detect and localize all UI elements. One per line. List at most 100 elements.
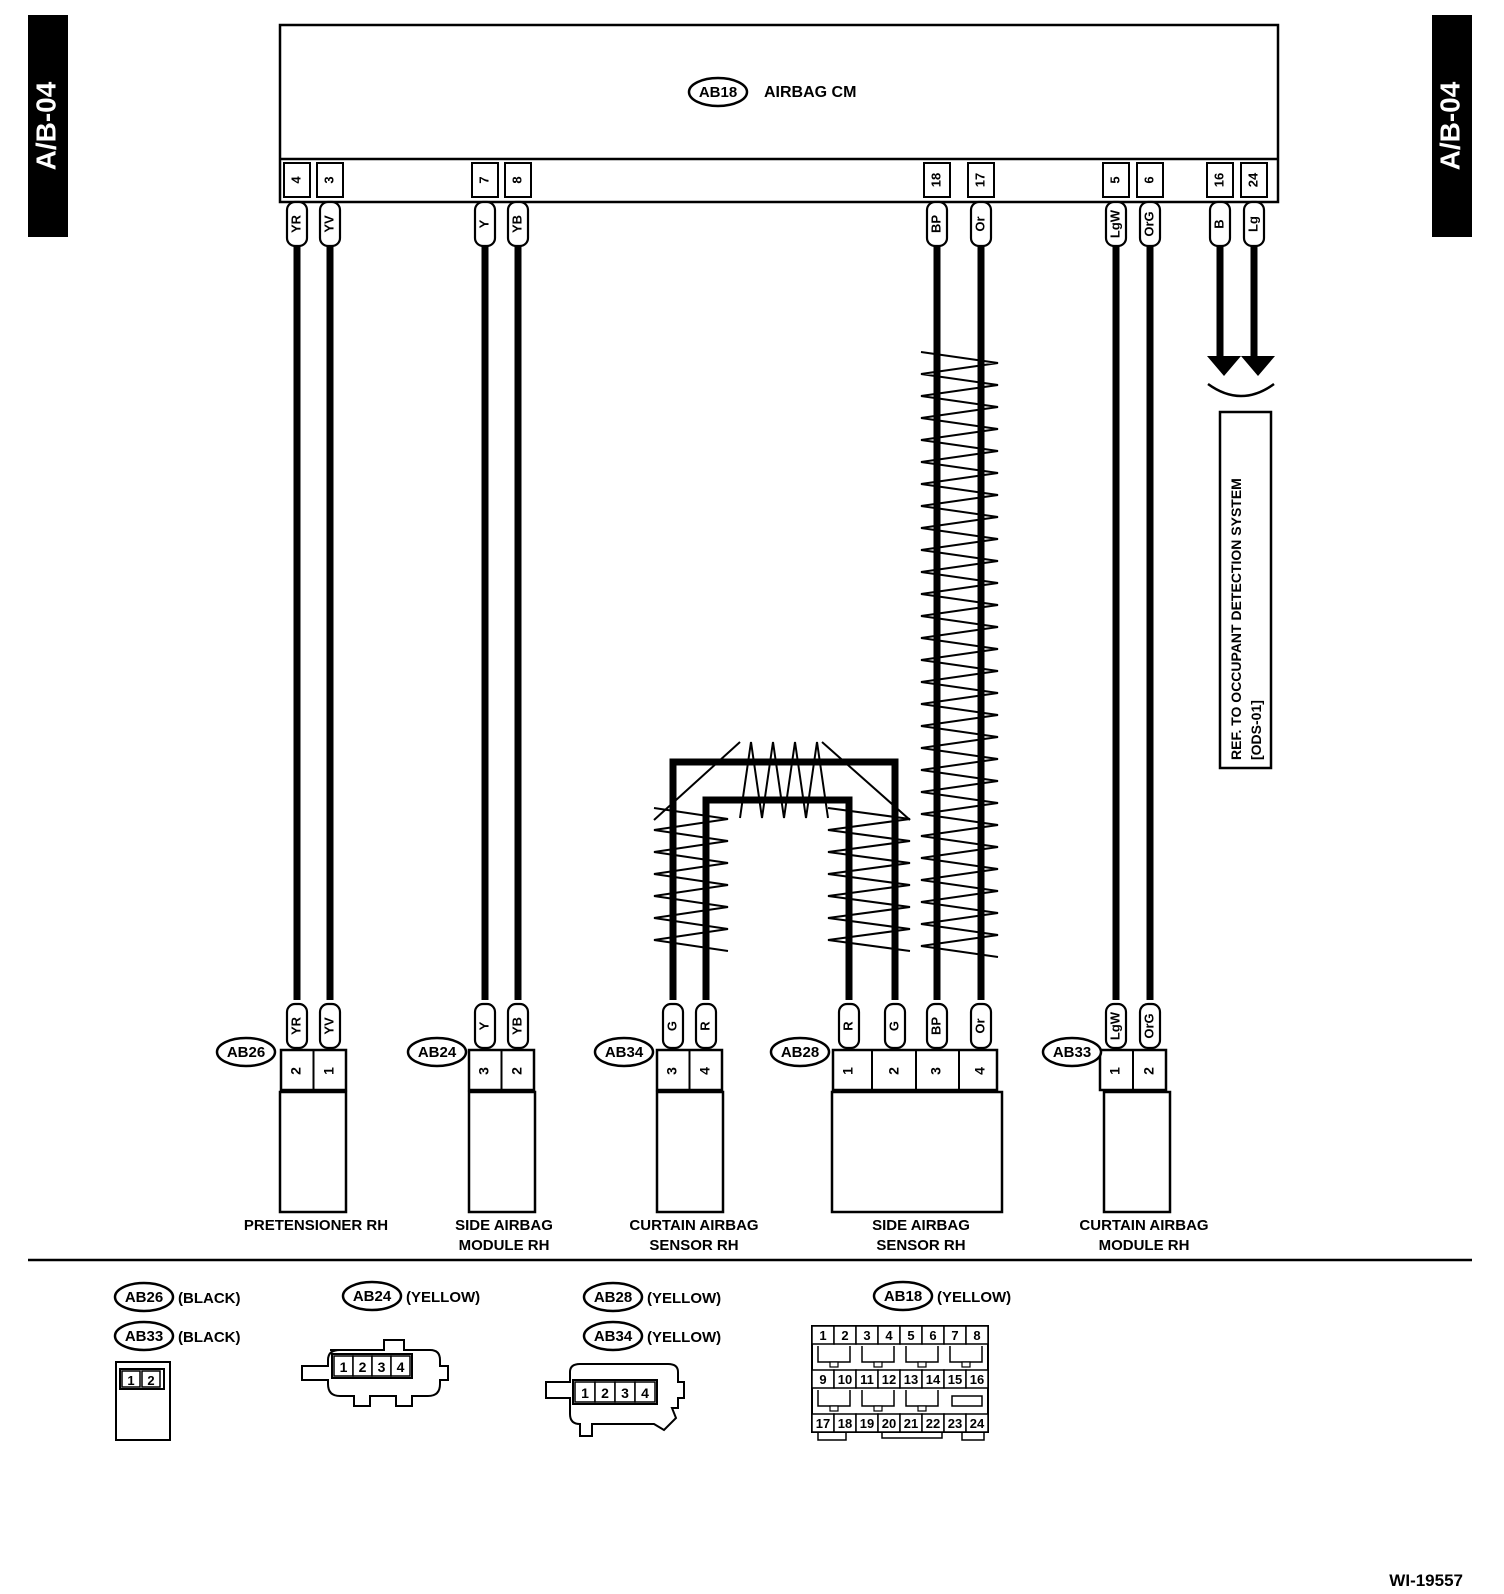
face-pin-number: 9: [819, 1372, 826, 1387]
twisted-pair-markings: [653, 351, 999, 958]
cm-wire-tag-BP: BP: [925, 200, 949, 248]
component-pin-number: 1: [840, 1067, 856, 1075]
component-body: [1102, 1090, 1172, 1214]
face-pin-number: 1: [127, 1373, 134, 1388]
component-pin-number: 1: [1107, 1067, 1123, 1075]
cm-wire-tag-LgW: LgW: [1104, 200, 1128, 248]
component-pin-number: 3: [928, 1067, 944, 1075]
connector-id: AB34: [594, 1328, 633, 1345]
face-pin-cell: [965, 1369, 989, 1389]
component-name: MODULE RH: [1099, 1237, 1190, 1254]
wire-g: [669, 758, 899, 1000]
cm-pin-17: [967, 162, 995, 198]
cm-pin-6: [1136, 162, 1164, 198]
cm-wire-tag-Y: Y: [473, 200, 497, 248]
harness-wires: [293, 246, 1258, 1000]
component-connector-badge: AB26: [215, 1036, 277, 1068]
face-pin-number: 20: [882, 1416, 896, 1431]
component-wire-tag-R: R: [837, 1002, 861, 1050]
component-pin-number: 3: [664, 1067, 680, 1075]
wire-color-label: YV: [321, 1017, 336, 1035]
legend-connector-badge: AB33: [113, 1320, 175, 1352]
face-pin-number: 8: [973, 1328, 980, 1343]
legend-item-ab34: AB34(YELLOW): [582, 1320, 721, 1352]
wire-color-label: BP: [928, 215, 943, 233]
cm-pin-4: [283, 162, 311, 198]
face-pin-number: 13: [904, 1372, 918, 1387]
wire-color-label: LgW: [1107, 1011, 1122, 1040]
cm-wire-tag-YR: YR: [285, 200, 309, 248]
face-pin-number: 22: [926, 1416, 940, 1431]
face-pin-number: 1: [340, 1359, 348, 1375]
component-wire-tag-LgW: LgW: [1104, 1002, 1128, 1050]
cm-pin-24: [1240, 162, 1268, 198]
component-wire-tag-Y: Y: [473, 1002, 497, 1050]
wire-r: [702, 796, 853, 1000]
legend-color: (YELLOW): [937, 1289, 1011, 1306]
side-tab-right-label: A/B-04: [1434, 81, 1465, 170]
face-pin-number: 2: [601, 1385, 609, 1401]
side-tab-left: A/B-04: [28, 15, 68, 237]
face-pin-number: 5: [907, 1328, 914, 1343]
connector-id: AB34: [605, 1044, 644, 1061]
face-pin-number: 19: [860, 1416, 874, 1431]
wire-color-label: YB: [509, 215, 524, 233]
wire-color-label: YR: [288, 1016, 303, 1035]
face-pin-number: 2: [359, 1359, 367, 1375]
cm-pin-18: [923, 162, 951, 198]
connector-id: AB26: [227, 1044, 265, 1061]
component-name: SIDE AIRBAG: [872, 1217, 970, 1234]
face-pin-number: 2: [147, 1373, 154, 1388]
wire-color-label: R: [840, 1021, 855, 1031]
wire-color-label: Or: [972, 216, 987, 231]
component-pin-number: 2: [886, 1067, 902, 1075]
airbag-cm-title: AIRBAG CM: [764, 84, 856, 101]
wire-color-label: G: [886, 1021, 901, 1031]
component-connector-badge: AB33: [1041, 1036, 1103, 1068]
legend-connector-badge: AB28: [582, 1281, 644, 1313]
face-pin-number: 23: [948, 1416, 962, 1431]
legend-connector-badge: AB24: [341, 1280, 403, 1312]
face-pin-number: 3: [621, 1385, 629, 1401]
component-body: [830, 1090, 1004, 1214]
airbag-cm-module: AB18 AIRBAG CM: [278, 23, 1280, 204]
component-wire-tag-G: G: [883, 1002, 907, 1050]
legend-connector-badge: AB26: [113, 1281, 175, 1313]
wire-color-label: YV: [321, 215, 336, 233]
cm-pin-number: 8: [509, 176, 524, 183]
legend-item-ab18: AB18 (YELLOW): [872, 1280, 1011, 1312]
wire-color-label: YR: [288, 214, 303, 233]
wire-color-label: LgW: [1107, 209, 1122, 238]
legend-color: (BLACK): [178, 1290, 240, 1307]
cm-pin-number: 18: [928, 173, 943, 187]
legend-item-ab24: AB24(YELLOW): [341, 1280, 480, 1312]
component-wire-tag-YV: YV: [318, 1002, 342, 1050]
twist-zigzag: [827, 807, 911, 952]
twist-edge: [653, 741, 741, 821]
cm-pin-number: 24: [1245, 172, 1260, 187]
face-pin-number: 24: [970, 1416, 985, 1431]
connector-id: AB18: [884, 1288, 922, 1305]
component-body: [467, 1090, 537, 1214]
component-body: [278, 1090, 348, 1214]
component-pin-number: 2: [509, 1067, 525, 1075]
side-tab-left-label: A/B-04: [30, 81, 61, 170]
cm-pin-8: [504, 162, 532, 198]
legend-color: (YELLOW): [647, 1290, 721, 1307]
face-pin-number: 4: [641, 1385, 649, 1401]
component-name: SENSOR RH: [649, 1237, 738, 1254]
component-connector-badge: AB24: [406, 1036, 468, 1068]
face-pin-number: 1: [581, 1385, 589, 1401]
legend-connector-badge: AB18: [872, 1280, 934, 1312]
component-pin-number: 2: [288, 1067, 304, 1075]
face-pin-number: 16: [970, 1372, 984, 1387]
wire-color-label: Lg: [1245, 216, 1260, 232]
wire-color-label: G: [664, 1021, 679, 1031]
